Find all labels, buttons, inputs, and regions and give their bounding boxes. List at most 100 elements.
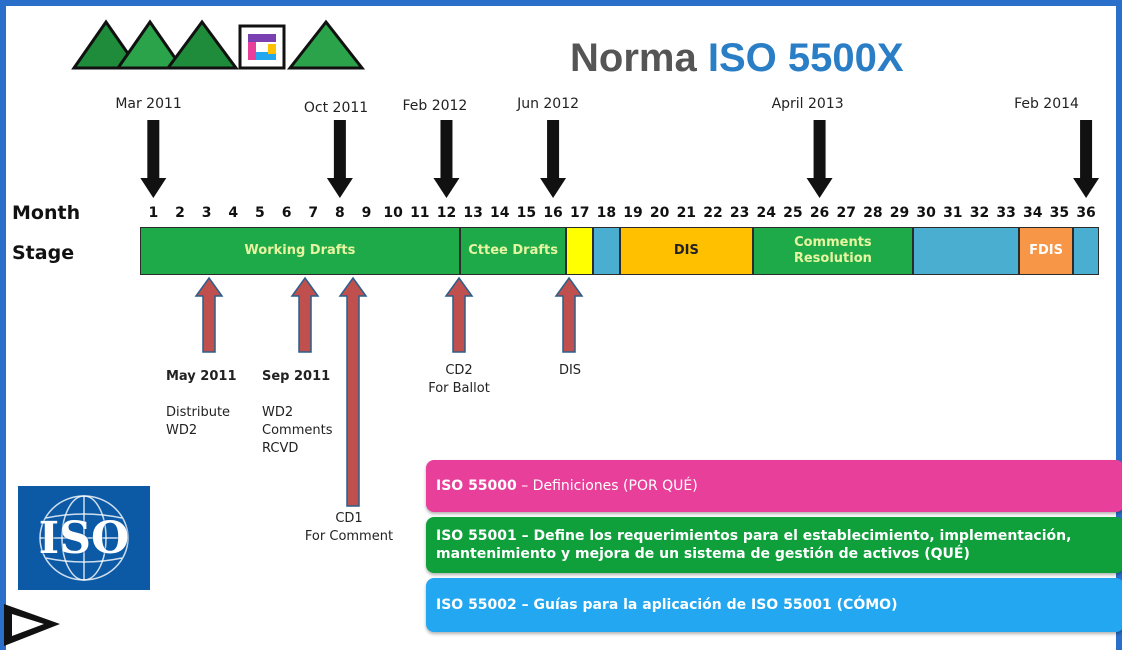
- top-border: [0, 0, 1122, 6]
- month-number: 21: [676, 205, 697, 221]
- page-title: Norma ISO 5500X: [570, 36, 904, 81]
- down-arrow-icon: [140, 120, 167, 198]
- month-number: 17: [569, 205, 590, 221]
- month-number: 19: [623, 205, 643, 221]
- title-prefix: Norma: [570, 36, 697, 80]
- stage-segment: FDIS: [1019, 227, 1073, 275]
- milestone-label: April 2013: [771, 96, 844, 112]
- stage-segment: Working Drafts: [140, 227, 460, 275]
- month-number: 34: [1023, 205, 1043, 221]
- stage-row-label: Stage: [12, 242, 75, 264]
- stage-label: FDIS: [1029, 243, 1064, 258]
- note-cd1-line1: CD1: [335, 511, 363, 526]
- stage-label: Cttee Drafts: [468, 243, 558, 258]
- month-number: 12: [436, 205, 457, 221]
- month-number: 28: [863, 205, 883, 221]
- up-arrow-icon: [290, 276, 320, 353]
- left-border: [0, 0, 6, 650]
- note-may-line2: WD2: [166, 423, 198, 438]
- note-sep-2011: Sep 2011 WD2 Comments RCVD: [262, 368, 332, 458]
- stage-segment: [1072, 227, 1100, 275]
- milestone-label: Mar 2011: [115, 96, 182, 112]
- note-sep-title: Sep 2011: [262, 369, 331, 384]
- month-number: 6: [281, 205, 292, 221]
- month-number: 22: [703, 205, 723, 221]
- iso-55002-code: ISO 55002: [436, 597, 517, 613]
- month-number: 11: [410, 205, 430, 221]
- iso-logo: ISO: [18, 486, 150, 590]
- month-number: 36: [1076, 205, 1096, 221]
- down-arrow-icon: [326, 120, 353, 198]
- month-number: 3: [201, 205, 212, 221]
- right-border: [1116, 0, 1122, 650]
- stage-segment: Cttee Drafts: [459, 227, 567, 275]
- month-number: 10: [383, 205, 403, 221]
- iso-55000-text: – Definiciones (POR QUÉ): [516, 478, 698, 494]
- note-sep-line3: RCVD: [262, 441, 299, 456]
- note-sep-line1: WD2: [262, 405, 294, 420]
- month-row-label: Month: [12, 202, 81, 224]
- month-number: 27: [836, 205, 856, 221]
- milestone-label: Feb 2012: [402, 98, 468, 114]
- month-number: 35: [1049, 205, 1070, 221]
- milestone-label: Jun 2012: [517, 96, 580, 112]
- month-number: 18: [596, 205, 617, 221]
- month-number: 14: [490, 205, 510, 221]
- milestone-label: Feb 2014: [1014, 96, 1079, 112]
- month-number: 26: [809, 205, 830, 221]
- play-arrow-icon: [4, 604, 60, 646]
- month-number: 15: [516, 205, 537, 221]
- note-may-title: May 2011: [166, 369, 237, 384]
- month-number: 9: [361, 205, 372, 221]
- month-number: 5: [255, 205, 265, 221]
- month-number: 16: [543, 205, 563, 221]
- month-number: 20: [649, 205, 670, 221]
- amga-logo: [71, 19, 366, 70]
- month-number: 8: [335, 205, 345, 221]
- month-number: 29: [889, 205, 910, 221]
- note-sep-line2: Comments: [262, 423, 333, 438]
- note-dis: DIS: [548, 362, 592, 380]
- month-number: 7: [308, 205, 319, 221]
- iso-55000-code: ISO 55000: [436, 478, 517, 494]
- note-cd1-line2: For Comment: [304, 529, 394, 544]
- stage-segment: Comments Resolution: [752, 227, 913, 275]
- iso-55002-text: – Guías para la aplicación de ISO 55001 …: [516, 597, 898, 613]
- stage-label: DIS: [673, 243, 699, 258]
- note-cd2-line1: CD2: [445, 363, 473, 378]
- up-arrow-icon: [444, 276, 474, 353]
- month-number: 23: [729, 205, 750, 221]
- down-arrow-icon: [806, 120, 833, 198]
- down-arrow-icon: [433, 120, 460, 198]
- stage-segment: [593, 227, 620, 275]
- iso-logo-text: ISO: [38, 512, 130, 564]
- note-dis-line1: DIS: [558, 363, 582, 378]
- month-number: 13: [463, 205, 483, 221]
- month-number: 2: [175, 205, 185, 221]
- note-may-line1: Distribute: [166, 405, 231, 420]
- note-cd1: CD1 For Comment: [292, 510, 406, 546]
- title-highlight: ISO 5500X: [707, 36, 904, 80]
- down-arrow-icon: [540, 120, 567, 198]
- month-number: 31: [943, 205, 963, 221]
- iso-55001-text: – Define los requerimientos para el esta…: [436, 528, 1072, 562]
- note-cd2-line2: For Ballot: [428, 381, 490, 396]
- up-arrow-icon: [554, 276, 584, 353]
- iso-55001-code: ISO 55001: [436, 528, 517, 544]
- up-arrow-icon: [194, 276, 224, 353]
- month-number: 30: [916, 205, 936, 221]
- stage-label: Comments Resolution: [793, 235, 872, 266]
- iso-55002-box: ISO 55002 – Guías para la aplicación de …: [426, 578, 1122, 632]
- globe-icon: [39, 495, 129, 581]
- stage-segment: [566, 227, 594, 275]
- month-number: 1: [148, 205, 159, 221]
- note-cd2: CD2 For Ballot: [412, 362, 506, 398]
- note-may-2011: May 2011 Distribute WD2: [166, 368, 237, 440]
- month-number: 4: [228, 205, 239, 221]
- milestone-label: Oct 2011: [303, 100, 369, 116]
- month-number: 25: [783, 205, 803, 221]
- month-number: 24: [756, 205, 776, 221]
- stage-segment: DIS: [619, 227, 753, 275]
- iso-55001-box: ISO 55001 – Define los requerimientos pa…: [426, 517, 1122, 573]
